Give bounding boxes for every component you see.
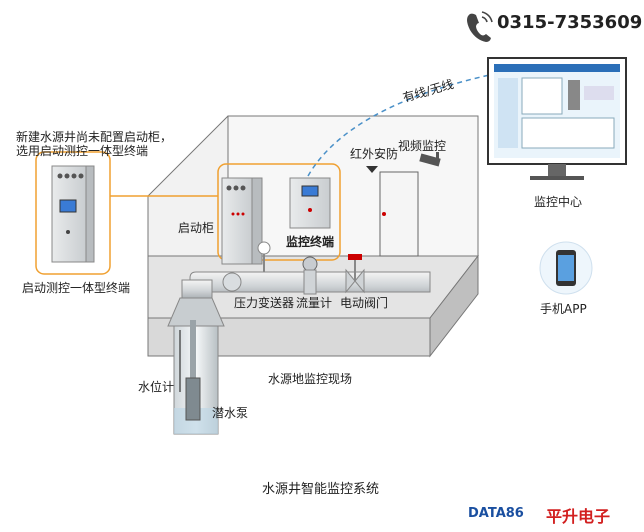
integrated-terminal-cabinet: [51, 165, 95, 263]
site-label: 水源地监控现场: [268, 372, 353, 386]
pressure-transmitter-icon: [222, 272, 242, 292]
water-level-label: 水位计: [138, 380, 175, 394]
infrared-sensor-icon: [366, 166, 378, 173]
note-line-2: 选用启动测控一体型终端: [16, 144, 149, 158]
link-line: [307, 73, 495, 177]
phone-icon: [467, 11, 493, 42]
video-label: 视频监控: [398, 139, 447, 153]
infrared-label: 红外安防: [350, 147, 399, 161]
submersible-pump-icon: [185, 377, 201, 421]
monitor-center-label: 监控中心: [534, 195, 583, 209]
valve-label: 电动阀门: [340, 296, 389, 310]
flowmeter-label: 流量计: [296, 296, 333, 310]
brand-logo-en: DATA86: [468, 506, 524, 521]
integrated-terminal-box: [35, 151, 111, 275]
door: [379, 171, 419, 257]
pressure-label: 压力变送器: [234, 296, 295, 310]
door-handle: [382, 212, 386, 216]
monitor-terminal: [289, 177, 331, 229]
camera-icon: [419, 152, 441, 167]
mobile-app-label: 手机APP: [540, 302, 587, 316]
system-title: 水源井智能监控系统: [262, 482, 380, 497]
mobile-phone-icon: [539, 241, 593, 295]
start-cabinet-label: 启动柜: [178, 221, 215, 235]
note-line-1: 新建水源井尚未配置启动柜，: [16, 130, 173, 144]
valve-actuator: [348, 254, 362, 260]
flowmeter-body: [303, 269, 317, 295]
monitor-center-screen: [487, 57, 627, 180]
flowmeter-icon: [302, 256, 318, 272]
phone-number: 0315-7353609: [497, 12, 643, 33]
start-cabinet: [221, 177, 263, 265]
pressure-gauge-icon: [257, 241, 271, 255]
well-pipe: [190, 320, 196, 380]
monitor-terminal-label: 监控终端: [286, 235, 335, 249]
start-monitor-box: [217, 163, 341, 261]
pump-label: 潜水泵: [212, 406, 249, 420]
integrated-terminal-label: 启动测控一体型终端: [22, 281, 131, 295]
brand-logo-cn: 平升电子: [546, 507, 611, 526]
